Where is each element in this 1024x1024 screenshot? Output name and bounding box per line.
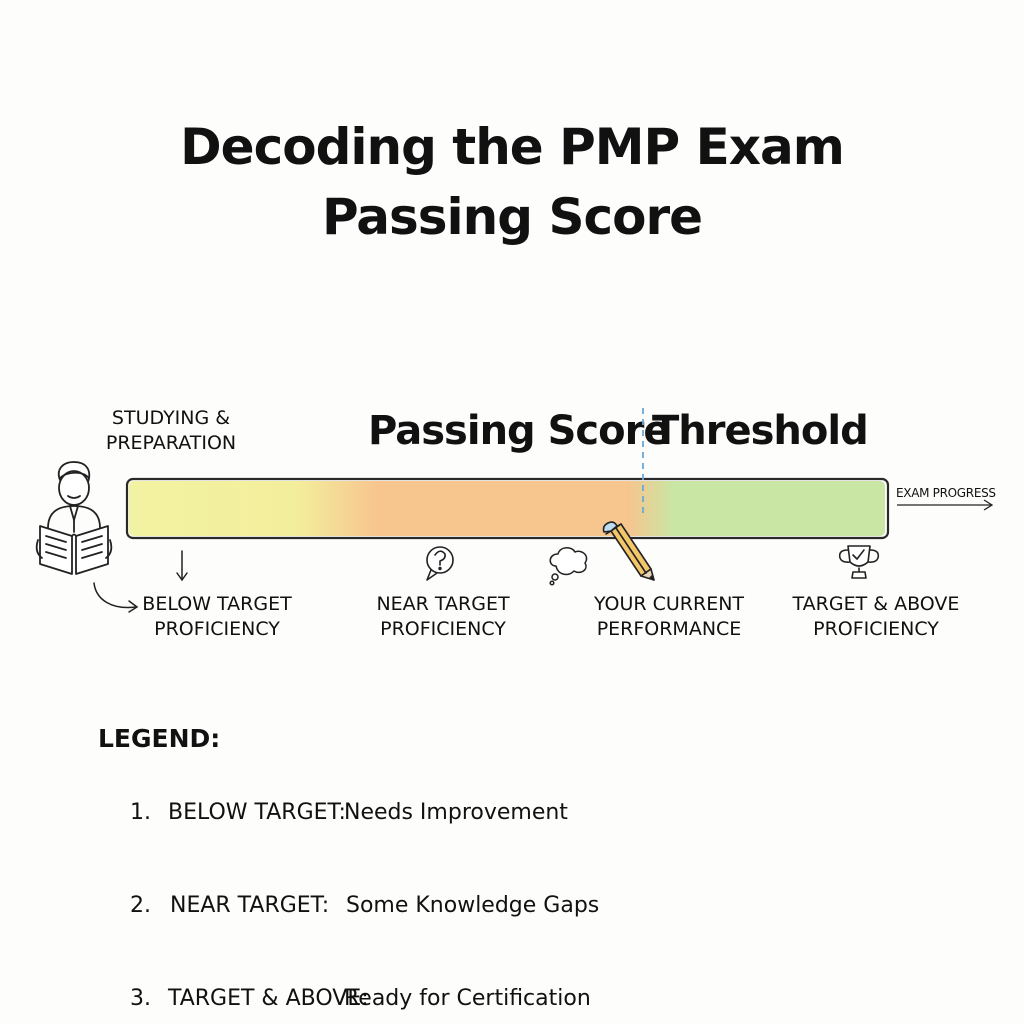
thought-cloud-icon — [550, 548, 586, 585]
zone-label-target-above: TARGET & ABOVE PROFICIENCY — [776, 592, 976, 642]
legend-item-number: 3. — [130, 983, 168, 1014]
legend-list: 1.BELOW TARGET:Needs Improvement 2.NEAR … — [102, 766, 599, 1024]
legend-item: 2.NEAR TARGET:Some Knowledge Gaps — [102, 859, 599, 952]
legend-item-key: NEAR TARGET: — [168, 890, 346, 921]
legend-item: 1.BELOW TARGET:Needs Improvement — [102, 766, 599, 859]
zone-label-line-2: PROFICIENCY — [776, 617, 976, 642]
down-arrow-icon — [177, 551, 187, 580]
legend-item-number: 1. — [130, 797, 168, 828]
student-reading-icon — [37, 462, 112, 574]
legend-item: 3.TARGET & ABOVE:Ready for Certification — [102, 952, 599, 1024]
legend-item-number: 2. — [130, 890, 168, 921]
legend-title: LEGEND: — [98, 724, 220, 753]
zone-label-line-1: YOUR CURRENT — [574, 592, 764, 617]
legend-item-key: BELOW TARGET: — [168, 797, 344, 828]
exam-progress-arrow — [897, 500, 992, 510]
legend-item-description: Ready for Certification — [344, 983, 591, 1014]
trophy-icon — [840, 546, 879, 578]
progress-bar — [127, 479, 888, 538]
zone-label-current-performance: YOUR CURRENT PERFORMANCE — [574, 592, 764, 642]
legend-item-description: Some Knowledge Gaps — [346, 890, 599, 921]
progress-bar-fill — [129, 481, 885, 536]
zone-label-line-1: NEAR TARGET — [352, 592, 534, 617]
zone-label-line-2: PROFICIENCY — [352, 617, 534, 642]
zone-label-line-2: PROFICIENCY — [122, 617, 312, 642]
legend-item-description: Needs Improvement — [344, 797, 568, 828]
zone-label-near-target: NEAR TARGET PROFICIENCY — [352, 592, 534, 642]
exam-progress-label: EXAM PROGRESS — [896, 486, 996, 500]
question-bubble-icon — [427, 547, 453, 580]
zone-label-below-target: BELOW TARGET PROFICIENCY — [122, 592, 312, 642]
legend-item-key: TARGET & ABOVE: — [168, 983, 344, 1014]
zone-label-line-2: PERFORMANCE — [574, 617, 764, 642]
zone-label-line-1: BELOW TARGET — [122, 592, 312, 617]
zone-label-line-1: TARGET & ABOVE — [776, 592, 976, 617]
